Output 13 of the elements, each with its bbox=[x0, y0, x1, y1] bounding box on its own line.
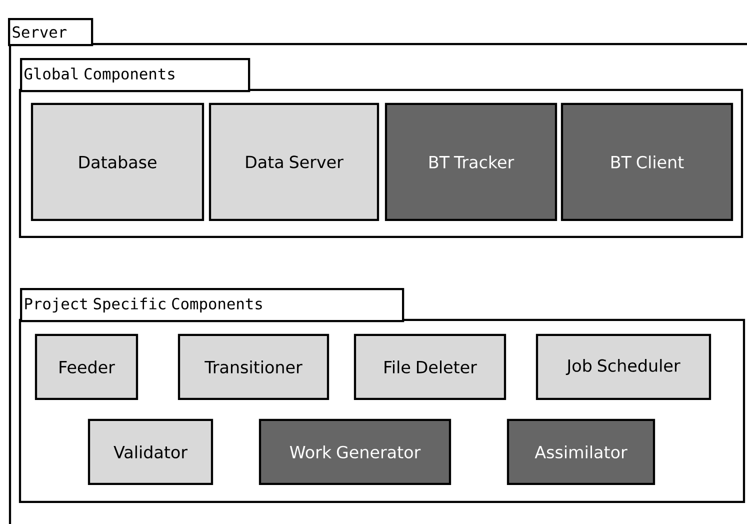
component-box: Transitioner bbox=[178, 334, 330, 400]
component-box: Data Server bbox=[208, 102, 380, 222]
component-box: Job Scheduler bbox=[536, 334, 712, 400]
node-label: Global Components bbox=[24, 68, 174, 83]
component-box: BT Client bbox=[560, 102, 734, 222]
component-box: Feeder bbox=[34, 334, 138, 400]
component-box: File Deleter bbox=[354, 334, 506, 400]
component-box: Work Generator bbox=[258, 418, 452, 486]
component-box: Assimilator bbox=[506, 418, 656, 486]
component-box: Validator bbox=[88, 418, 214, 486]
component-box: Database bbox=[30, 102, 204, 222]
component-box: BT Tracker bbox=[384, 102, 558, 222]
node-label: Project Specific Components bbox=[25, 298, 262, 312]
